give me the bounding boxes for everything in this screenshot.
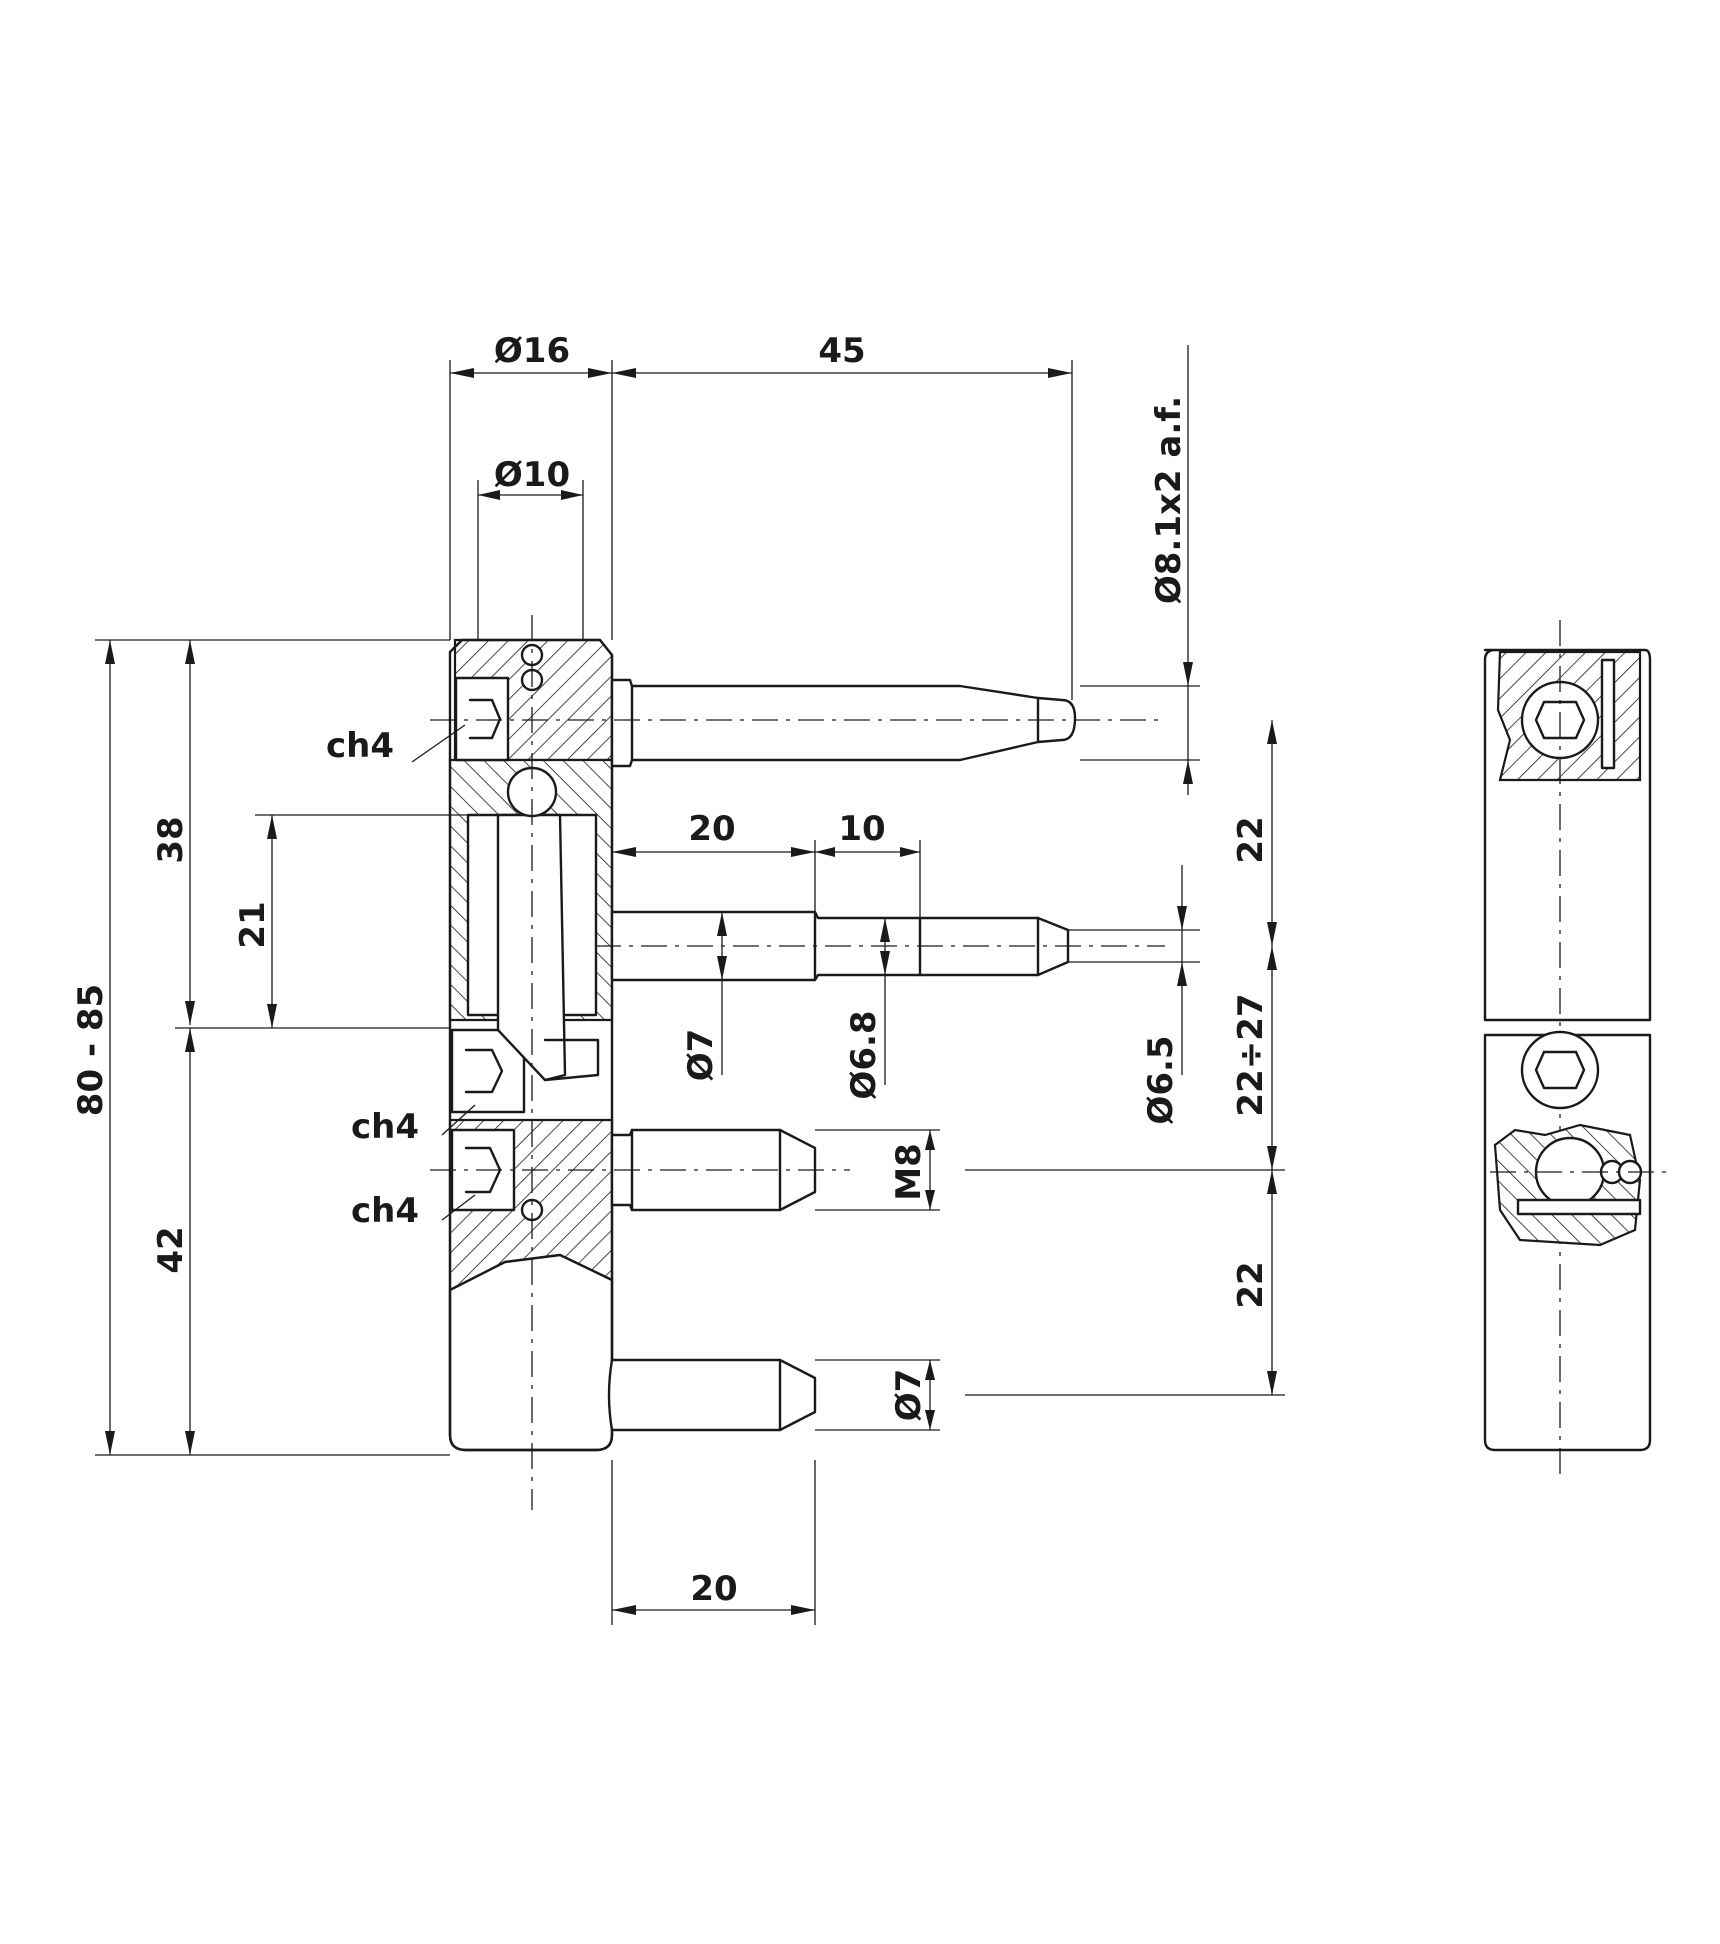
label-22-27: 22÷27 (1231, 993, 1271, 1116)
label-d6-8: Ø6.8 (844, 1010, 884, 1099)
side-upper-body (1483, 648, 1652, 1022)
label-d7-upper: Ø7 (681, 1029, 721, 1082)
side-pin-top (1600, 658, 1616, 770)
label-d10: Ø10 (494, 455, 570, 495)
dimension-lines (95, 345, 1285, 1625)
label-d6-5: Ø6.5 (1141, 1035, 1181, 1124)
front-view (430, 615, 1165, 1510)
label-80-85: 80 - 85 (71, 984, 111, 1116)
side-screw-middle (1520, 1030, 1600, 1110)
label-ch4-top: ch4 (326, 726, 394, 766)
label-m8: M8 (889, 1143, 929, 1201)
label-42: 42 (151, 1226, 191, 1273)
lower-set-screw (450, 1128, 516, 1212)
side-pin-bottom (1516, 1198, 1642, 1216)
label-21: 21 (233, 901, 273, 948)
bottom-pin (607, 1358, 817, 1432)
lower-body (448, 1253, 614, 1452)
label-hex: Ø8.1x2 a.f. (1149, 396, 1189, 604)
dimension-labels: Ø16 45 Ø10 Ø8.1x2 a.f. 80 - 85 38 42 21 … (71, 331, 1271, 1609)
side-view (1483, 620, 1670, 1480)
label-20-upper: 20 (688, 809, 735, 849)
body-outline (448, 638, 614, 1452)
label-ch4-low: ch4 (351, 1191, 419, 1231)
label-20-bottom: 20 (690, 1569, 737, 1609)
label-d7-lower: Ø7 (889, 1369, 929, 1422)
label-ch4-middle: ch4 (351, 1107, 419, 1147)
label-10: 10 (838, 809, 885, 849)
side-lower-body (1483, 1033, 1652, 1452)
top-hex-pin (610, 678, 1077, 768)
label-45: 45 (818, 331, 865, 371)
label-22-low: 22 (1231, 1261, 1271, 1308)
label-d16: Ø16 (494, 331, 570, 371)
label-22-top: 22 (1231, 816, 1271, 863)
label-38: 38 (151, 816, 191, 863)
